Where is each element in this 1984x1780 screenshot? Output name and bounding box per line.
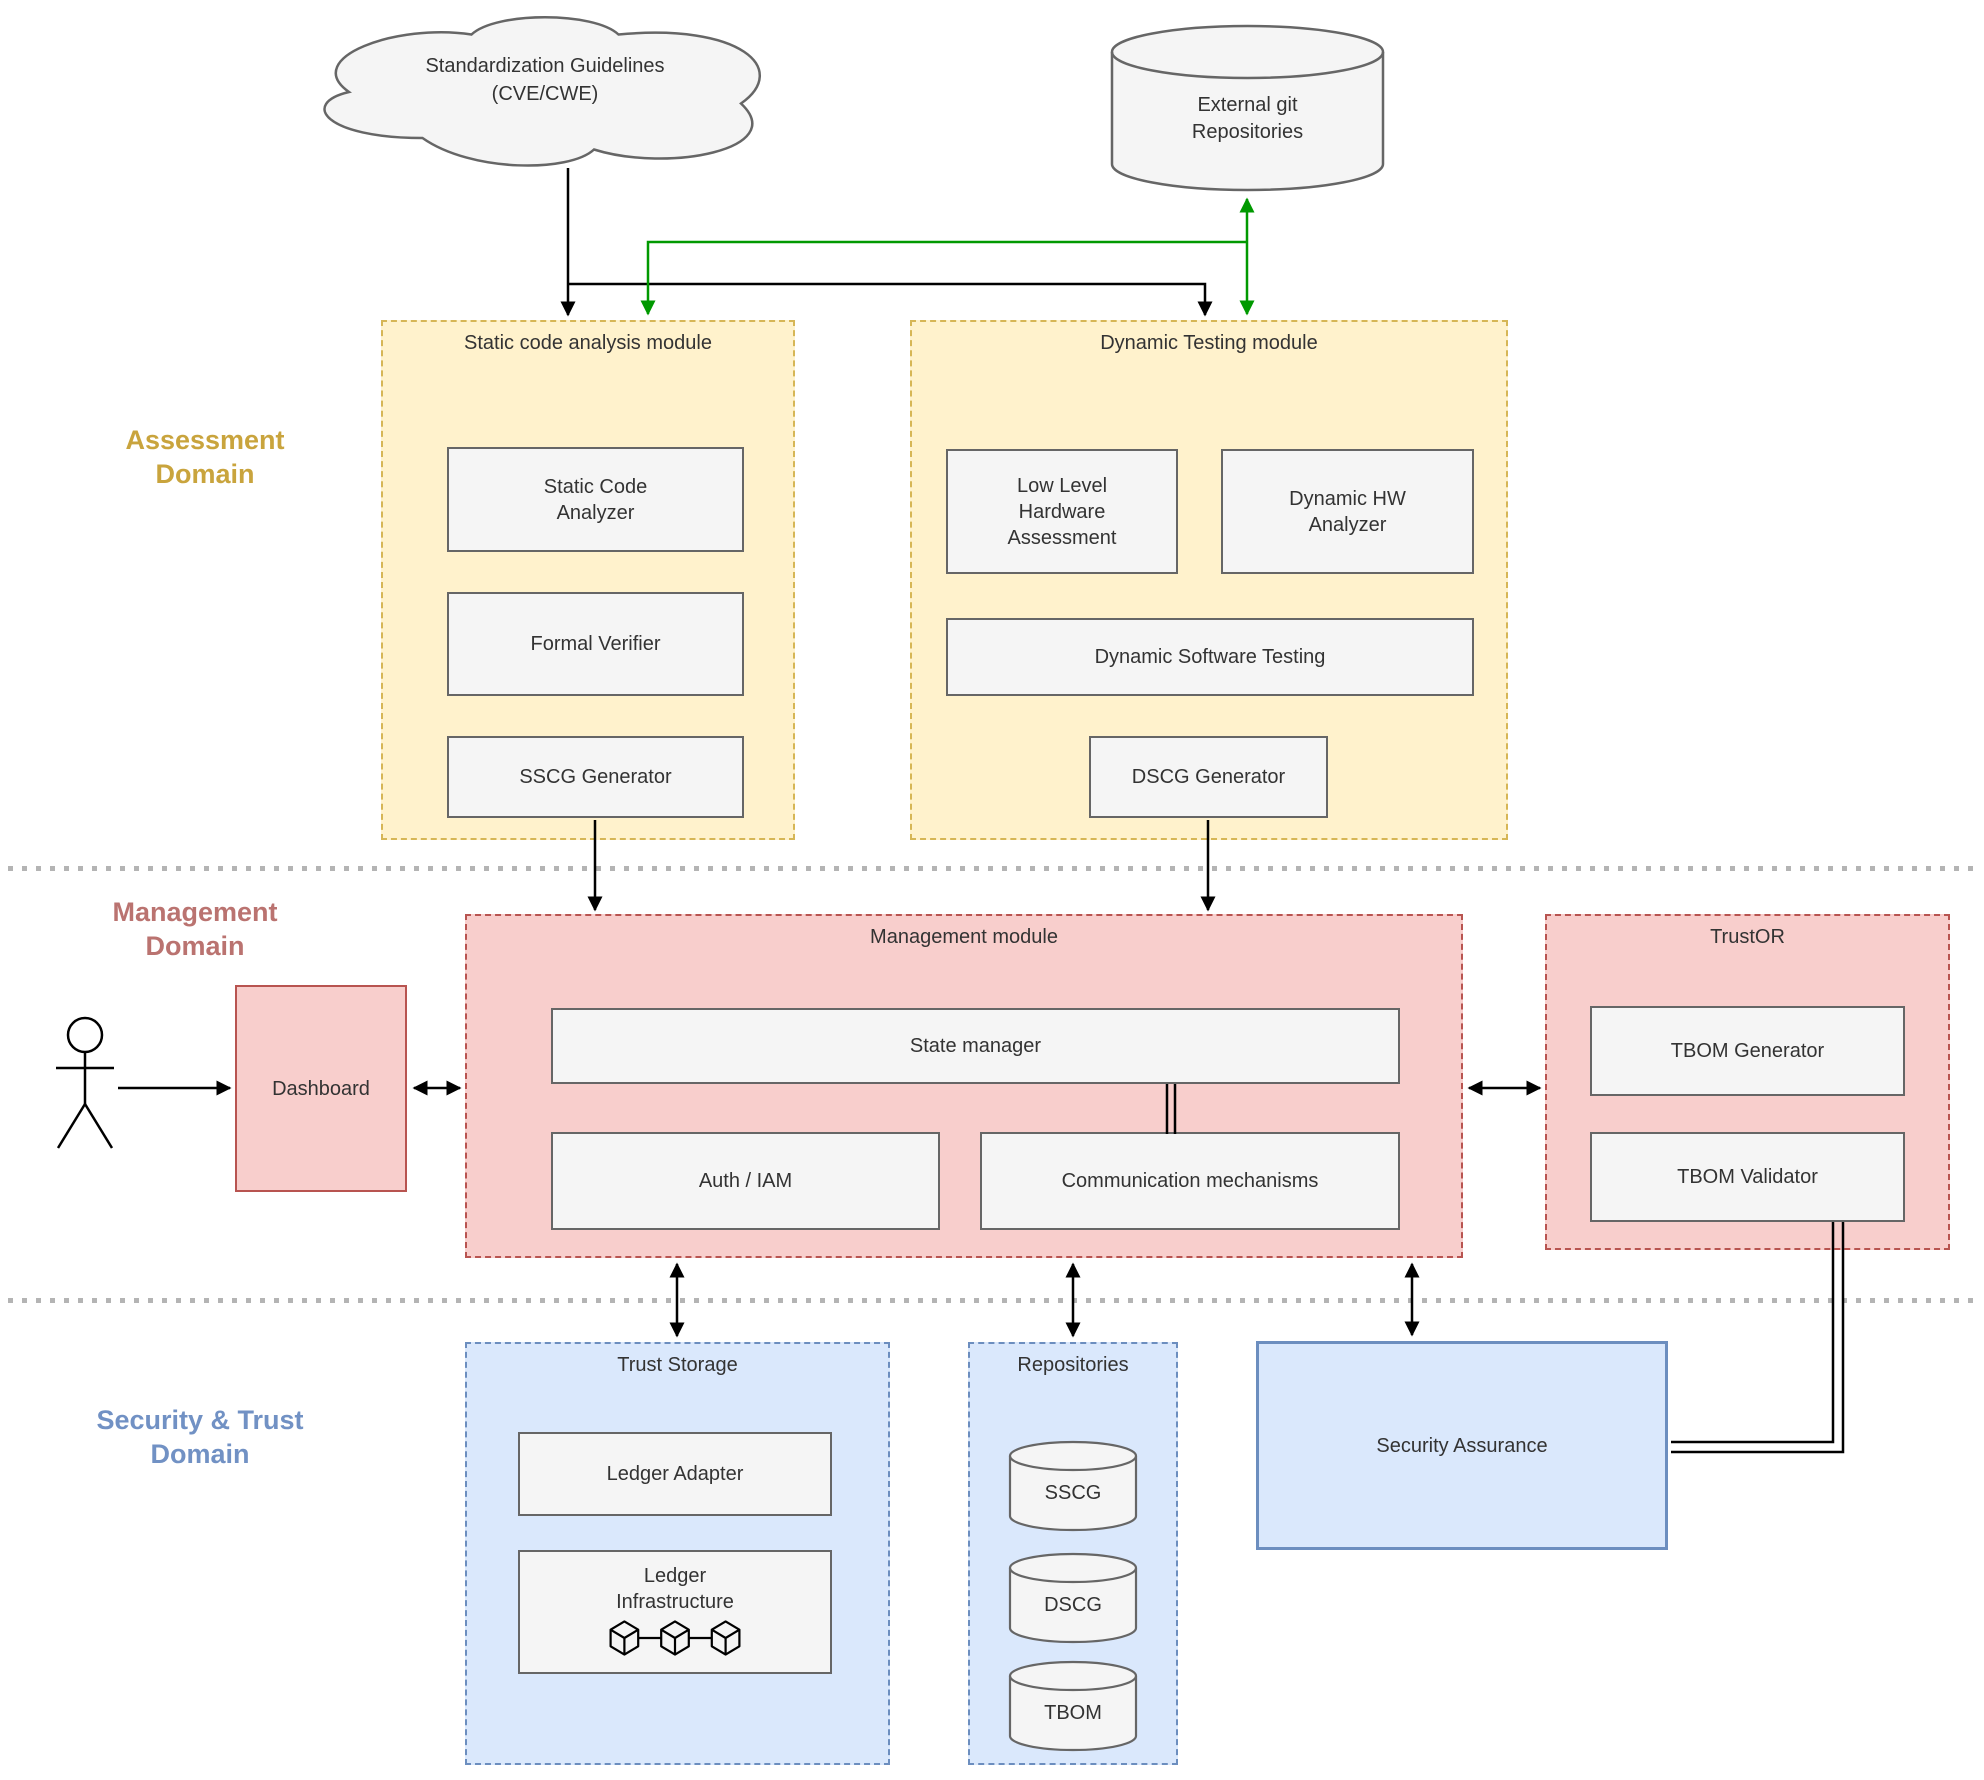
dynamic-hw-analyzer-box: Dynamic HW Analyzer [1221, 449, 1474, 574]
dashboard-box: Dashboard [235, 985, 407, 1192]
tbom-repo-label: TBOM [1044, 1702, 1102, 1724]
security-assurance-box: Security Assurance [1256, 1341, 1668, 1550]
management-domain-label: Management Domain [112, 897, 278, 961]
management-security-divider [8, 1298, 1976, 1303]
static-module-title: Static code analysis module [464, 332, 712, 354]
link-tbom-validator-security-assurance-1 [1671, 1222, 1835, 1444]
static-code-analyzer-box: Static Code Analyzer [447, 447, 744, 552]
dscg-generator-box: DSCG Generator [1089, 736, 1328, 818]
communication-mechanisms-box: Communication mechanisms [980, 1132, 1400, 1230]
arrow-cloud-to-dynamic-module [568, 282, 1213, 317]
external-git-repositories-cylinder [1110, 24, 1385, 192]
management-module-title: Management module [870, 926, 1058, 948]
sscg-repo-label: SSCG [1044, 1482, 1102, 1504]
trust-storage-title: Trust Storage [617, 1354, 738, 1376]
dynamic-software-testing-box: Dynamic Software Testing [946, 618, 1474, 696]
link-tbom-validator-security-assurance-2 [1671, 1222, 1845, 1454]
dynamic-module-title: Dynamic Testing module [1100, 332, 1318, 354]
standardization-guidelines-label: Standardization Guidelines (CVE/CWE) [425, 55, 665, 105]
repositories-title: Repositories [1017, 1354, 1129, 1376]
trustor-title: TrustOR [1710, 926, 1785, 948]
cloud-icon [323, 16, 761, 167]
ledger-infrastructure-box: Ledger Infrastructure [518, 1550, 832, 1674]
tbom-repo-cylinder [1008, 1660, 1138, 1752]
dscg-repo-label: DSCG [1044, 1594, 1102, 1616]
external-git-repositories-label: External git Repositories [1191, 94, 1304, 143]
tbom-generator-box: TBOM Generator [1590, 1006, 1905, 1096]
low-level-hardware-assessment-box: Low Level Hardware Assessment [946, 449, 1178, 574]
assessment-domain-label: Assessment Domain [125, 425, 285, 489]
tbom-validator-box: TBOM Validator [1590, 1132, 1905, 1222]
dscg-repo-cylinder [1008, 1552, 1138, 1644]
ledger-infrastructure-label: Ledger Infrastructure [616, 1565, 734, 1613]
formal-verifier-box: Formal Verifier [447, 592, 744, 696]
user-actor-icon [56, 1016, 114, 1149]
sscg-repo-cylinder [1008, 1440, 1138, 1532]
arrow-git-to-static-module [640, 240, 1247, 316]
sscg-generator-box: SSCG Generator [447, 736, 744, 818]
auth-iam-box: Auth / IAM [551, 1132, 940, 1230]
blockchain-cubes-icon [609, 1620, 741, 1656]
ledger-adapter-box: Ledger Adapter [518, 1432, 832, 1516]
state-manager-box: State manager [551, 1008, 1400, 1084]
security-trust-domain-label: Security & Trust Domain [96, 1405, 304, 1469]
assessment-management-divider [8, 866, 1976, 871]
